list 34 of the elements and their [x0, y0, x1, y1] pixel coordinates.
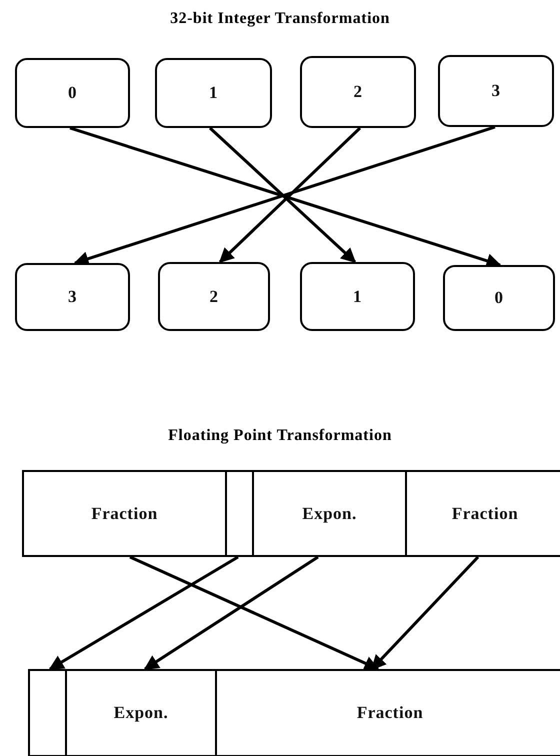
byte-box: [300, 262, 415, 331]
box-label: 0: [68, 83, 77, 103]
arrow: [370, 556, 480, 670]
box-label: Fraction: [91, 504, 158, 524]
arrow: [144, 556, 319, 670]
diagram-title: 32-bit Integer Transformation: [170, 10, 390, 28]
byte-box: [15, 263, 130, 331]
byte-box: [155, 58, 272, 128]
empty-box: [225, 470, 254, 557]
byte-box: [438, 55, 554, 127]
byte-box: [15, 58, 130, 128]
byte-box: [443, 265, 555, 331]
box-label: 2: [354, 82, 362, 102]
box-label: 1: [209, 83, 218, 103]
box-label: 3: [68, 287, 77, 307]
section-title: Floating Point Transformation: [168, 427, 392, 445]
arrow: [129, 556, 380, 670]
field-box: [65, 669, 217, 756]
arrow: [48, 556, 239, 670]
empty-box: [28, 669, 67, 756]
field-box: [215, 669, 560, 756]
field-box: [252, 470, 407, 557]
box-label: Fraction: [452, 504, 518, 524]
box-label: Expon.: [114, 703, 168, 723]
byte-box: [158, 262, 270, 331]
box-label: 2: [210, 286, 218, 306]
field-box: [22, 470, 227, 557]
box-label: Expon.: [302, 504, 357, 524]
box-label: 3: [492, 81, 500, 101]
field-box: [405, 470, 560, 557]
box-label: Fraction: [356, 703, 424, 723]
box-label: 1: [353, 286, 362, 306]
box-label: 0: [494, 288, 504, 308]
byte-box: [300, 56, 416, 128]
